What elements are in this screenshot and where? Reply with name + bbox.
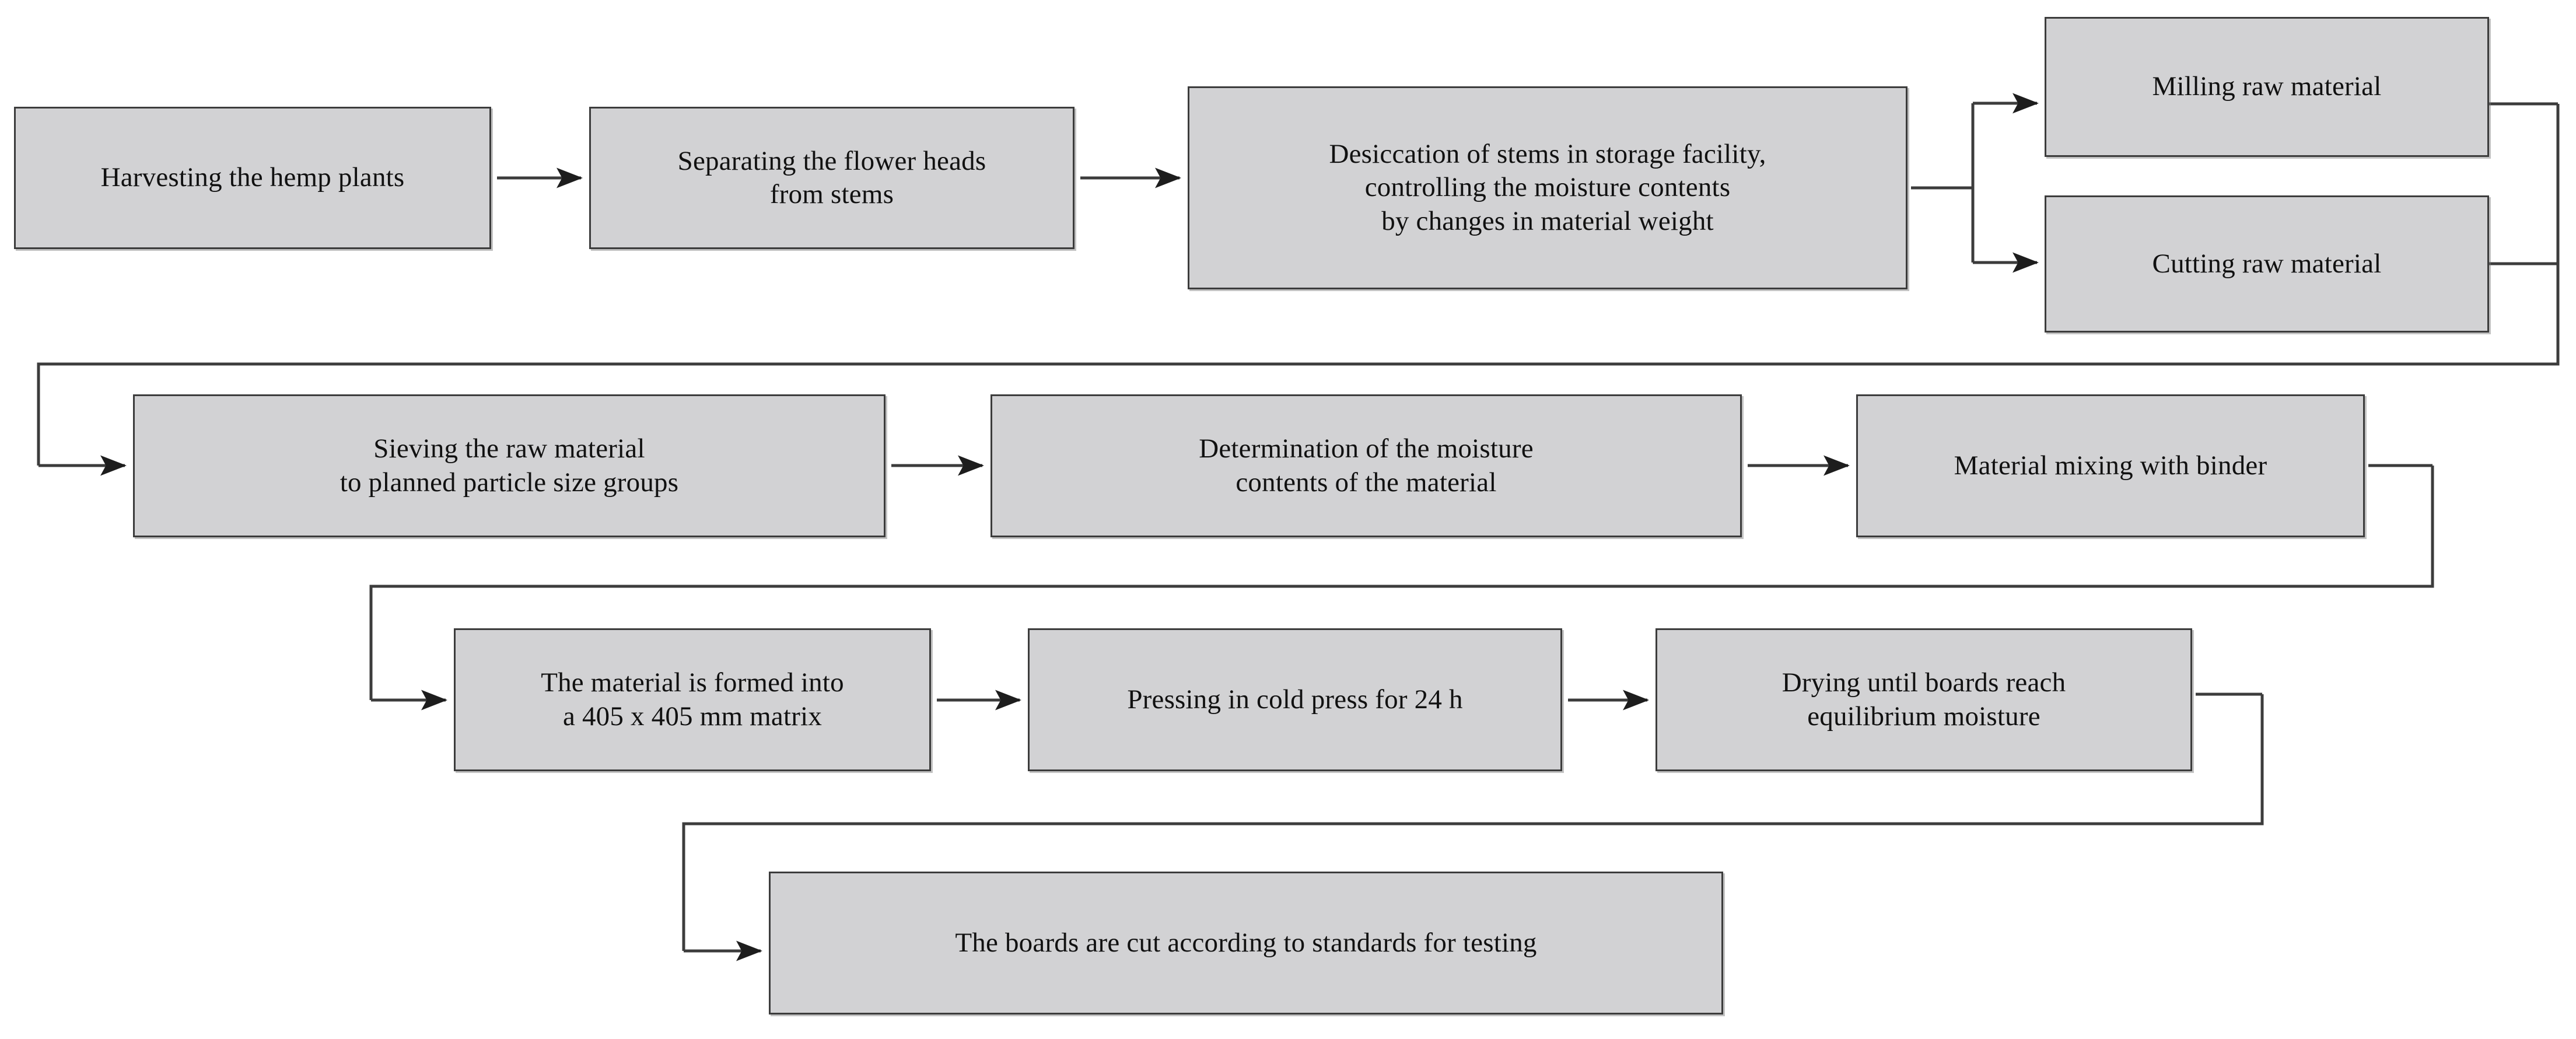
node-milling-label: Milling raw material: [2152, 71, 2382, 102]
node-harvesting-label: Harvesting the hemp plants: [100, 162, 405, 193]
node-sieving[interactable]: Sieving the raw material to planned part…: [133, 394, 886, 537]
node-forming-label: The material is formed into a 405 x 405 …: [541, 667, 844, 732]
node-moisture-determination-label: Determination of the moisture contents o…: [1199, 433, 1534, 498]
node-drying-label: Drying until boards reach equilibrium mo…: [1782, 667, 2066, 732]
connector-row2-to-row3-wrap: [369, 466, 2434, 700]
node-separating-label: Separating the flower heads from stems: [677, 145, 986, 209]
node-pressing[interactable]: Pressing in cold press for 24 h: [1028, 628, 1562, 771]
node-mixing-label: Material mixing with binder: [1954, 450, 2267, 481]
node-harvesting[interactable]: Harvesting the hemp plants: [14, 107, 491, 249]
node-cutting-for-testing-label: The boards are cut according to standard…: [955, 927, 1537, 958]
node-cutting-for-testing[interactable]: The boards are cut according to standard…: [769, 872, 1723, 1014]
connector-row3-to-row4-wrap: [682, 694, 2264, 951]
node-separating[interactable]: Separating the flower heads from stems: [589, 107, 1074, 249]
node-desiccation-label: Desiccation of stems in storage facility…: [1329, 139, 1766, 236]
node-desiccation[interactable]: Desiccation of stems in storage facility…: [1188, 86, 1908, 289]
node-cutting-label: Cutting raw material: [2152, 248, 2382, 279]
node-pressing-label: Pressing in cold press for 24 h: [1127, 684, 1463, 715]
connector-row1-to-row2-wrap: [37, 104, 2560, 466]
node-drying[interactable]: Drying until boards reach equilibrium mo…: [1656, 628, 2192, 771]
node-moisture-determination[interactable]: Determination of the moisture contents o…: [991, 394, 1742, 537]
node-sieving-label: Sieving the raw material to planned part…: [340, 433, 679, 498]
node-mixing[interactable]: Material mixing with binder: [1856, 394, 2365, 537]
node-forming[interactable]: The material is formed into a 405 x 405 …: [454, 628, 931, 771]
node-cutting[interactable]: Cutting raw material: [2045, 195, 2489, 333]
node-milling[interactable]: Milling raw material: [2045, 17, 2489, 157]
